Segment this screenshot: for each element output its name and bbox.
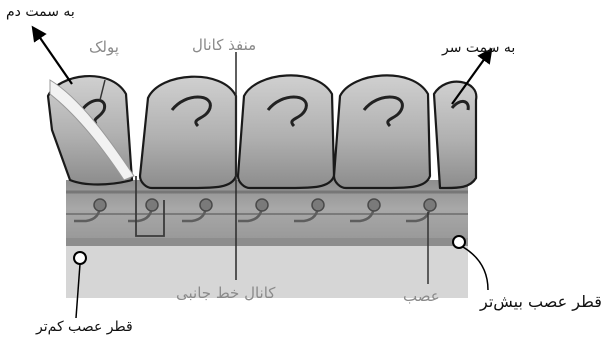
scale-label: پولک: [89, 38, 119, 56]
toward-tail-arrow: [36, 32, 72, 84]
scale-2: [140, 77, 236, 188]
lateral-line-canal-label: کانال خط جانبی: [176, 284, 275, 302]
scale-4: [334, 75, 430, 188]
toward-tail-label: به سمت دم: [6, 4, 75, 20]
nerve-label: عصب: [403, 287, 440, 305]
larger-nerve-diameter-label: قطر عصب بیش‌تر: [480, 292, 602, 311]
smaller-nerve-diameter-label: قطر عصب کم‌تر: [36, 319, 133, 335]
tissue-top-line: [66, 238, 468, 246]
canal-pore-label: منفذ کانال: [192, 36, 256, 54]
small-diameter-marker: [74, 252, 86, 264]
toward-head-label: به سمت سر: [442, 40, 515, 56]
large-diameter-marker: [453, 236, 465, 248]
scale-3: [238, 75, 334, 188]
scale-5: [434, 82, 476, 188]
scales: [48, 75, 476, 188]
